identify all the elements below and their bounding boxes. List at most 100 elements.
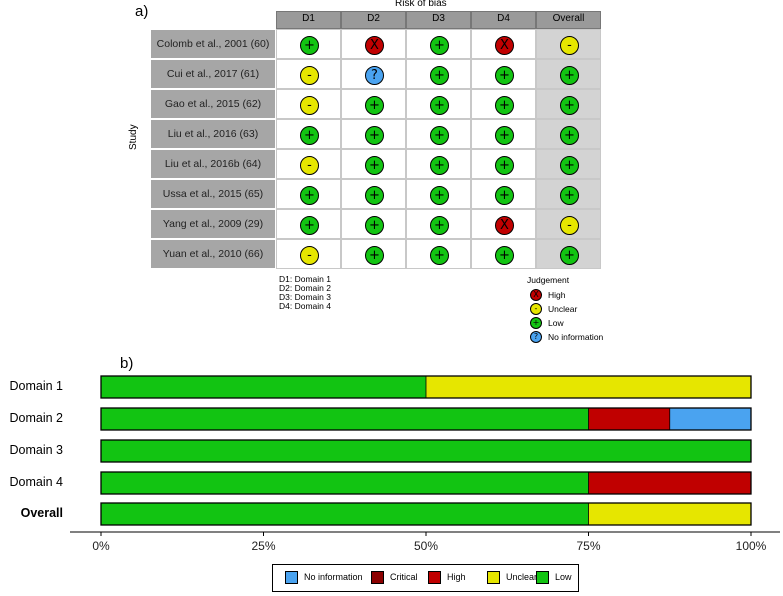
- bar-segment-low: [101, 440, 751, 462]
- judgement-low-marker: +: [560, 185, 579, 205]
- judgement-cell: +: [406, 209, 471, 239]
- legend-label: Unclear: [548, 304, 578, 314]
- x-tick-label: 50%: [413, 539, 439, 553]
- judgement-cell: +: [276, 119, 341, 149]
- judgement-low-marker: +: [560, 245, 579, 265]
- judgement-unclear-marker: -: [560, 35, 579, 55]
- judgement-cell: +: [341, 149, 406, 179]
- panel-b-label: b): [120, 355, 134, 372]
- judgement-low-marker: +: [365, 125, 384, 145]
- judgement-cell: +: [536, 149, 601, 179]
- judgement-cell: -: [276, 59, 341, 89]
- bar-segment-unclear: [588, 503, 751, 525]
- legend-entry-label: Low: [555, 572, 572, 582]
- judgement-low-marker: +: [300, 215, 319, 235]
- x-tick-label: 75%: [576, 539, 601, 553]
- panel-a-label: a): [135, 3, 149, 20]
- judgement-low-marker: +: [365, 185, 384, 205]
- judgement-low-marker: +: [495, 95, 514, 115]
- legend-no-information-icon: ?: [530, 331, 542, 343]
- legend-entry-label: Critical: [390, 572, 418, 582]
- legend-high-icon: X: [530, 289, 542, 301]
- bar-segment-no-information: [669, 408, 751, 430]
- judgement-cell: +: [536, 89, 601, 119]
- bar-segment-unclear: [426, 376, 751, 398]
- judgement-cell: +: [536, 179, 601, 209]
- bar-outline: [100, 471, 752, 495]
- x-tick-label: 100%: [735, 539, 767, 553]
- judgement-low-marker: +: [365, 215, 384, 235]
- judgement-low-marker: +: [560, 65, 579, 85]
- bar-segment-low: [101, 472, 589, 494]
- judgement-low-marker: +: [495, 65, 514, 85]
- legend-entry-label: High: [447, 572, 466, 582]
- judgement-high-marker: X: [495, 35, 514, 55]
- judgement-cell: +: [406, 119, 471, 149]
- bar-outline: [100, 407, 752, 431]
- legend-label: Low: [548, 318, 564, 328]
- study-label: Gao et al., 2015 (62): [150, 89, 276, 119]
- judgement-high-marker: X: [495, 215, 514, 235]
- judgement-unclear-marker: -: [300, 155, 319, 175]
- bar-segment-low: [101, 376, 426, 398]
- judgement-low-marker: +: [300, 125, 319, 145]
- judgement-cell: +: [471, 119, 536, 149]
- judgement-low-marker: +: [430, 185, 449, 205]
- judgement-cell: +: [471, 149, 536, 179]
- judgement-cell: +: [406, 59, 471, 89]
- judgement-cell: +: [341, 179, 406, 209]
- risk-of-bias-header: Risk of bias: [395, 0, 447, 9]
- judgement-low-marker: +: [495, 155, 514, 175]
- x-tick-label: 0%: [92, 539, 110, 553]
- judgement-unclear-marker: -: [300, 65, 319, 85]
- judgement-cell: +: [341, 239, 406, 269]
- judgement-cell: +: [341, 89, 406, 119]
- judgement-cell: +: [276, 29, 341, 59]
- category-label: Overall: [20, 506, 63, 520]
- bar-outline: [100, 502, 752, 526]
- judgement-low-marker: +: [430, 155, 449, 175]
- judgement-high-marker: X: [365, 35, 384, 55]
- judgement-low-marker: +: [300, 35, 319, 55]
- judgement-low-marker: +: [495, 125, 514, 145]
- column-header-d1: D1: [276, 11, 341, 29]
- judgement-cell: +: [406, 29, 471, 59]
- judgement-low-marker: +: [430, 125, 449, 145]
- judgement-unclear-marker: -: [300, 245, 319, 265]
- study-label: Yuan et al., 2010 (66): [150, 239, 276, 269]
- study-label: Colomb et al., 2001 (60): [150, 29, 276, 59]
- legend-swatch-high: [428, 571, 441, 584]
- judgement-no-information-marker: ?: [365, 65, 384, 85]
- judgement-cell: +: [536, 119, 601, 149]
- judgement-legend-title: Judgement: [527, 275, 570, 285]
- study-label: Liu et al., 2016 (63): [150, 119, 276, 149]
- judgement-low-marker: +: [430, 65, 449, 85]
- judgement-low-marker: +: [365, 155, 384, 175]
- judgement-low-marker: +: [495, 185, 514, 205]
- judgement-low-marker: +: [430, 245, 449, 265]
- judgement-cell: +: [536, 59, 601, 89]
- judgement-low-marker: +: [300, 185, 319, 205]
- legend-swatch-unclear: [487, 571, 500, 584]
- legend-swatch-critical: [371, 571, 384, 584]
- judgement-cell: +: [471, 239, 536, 269]
- domain-note: D1: Domain 1: [279, 274, 331, 284]
- study-label: Yang et al., 2009 (29): [150, 209, 276, 239]
- judgement-cell: -: [276, 89, 341, 119]
- legend-low-icon: +: [530, 317, 542, 329]
- judgement-unclear-marker: -: [560, 215, 579, 235]
- legend-swatch-low: [536, 571, 549, 584]
- column-header-d3: D3: [406, 11, 471, 29]
- judgement-low-marker: +: [430, 35, 449, 55]
- domain-note: D3: Domain 3: [279, 292, 331, 302]
- judgement-cell: -: [536, 29, 601, 59]
- bar-segment-low: [101, 503, 589, 525]
- judgement-cell: +: [471, 179, 536, 209]
- judgement-cell: +: [536, 239, 601, 269]
- judgement-low-marker: +: [560, 95, 579, 115]
- column-header-d4: D4: [471, 11, 536, 29]
- judgement-low-marker: +: [430, 215, 449, 235]
- x-tick-label: 25%: [251, 539, 276, 553]
- judgement-cell: +: [341, 209, 406, 239]
